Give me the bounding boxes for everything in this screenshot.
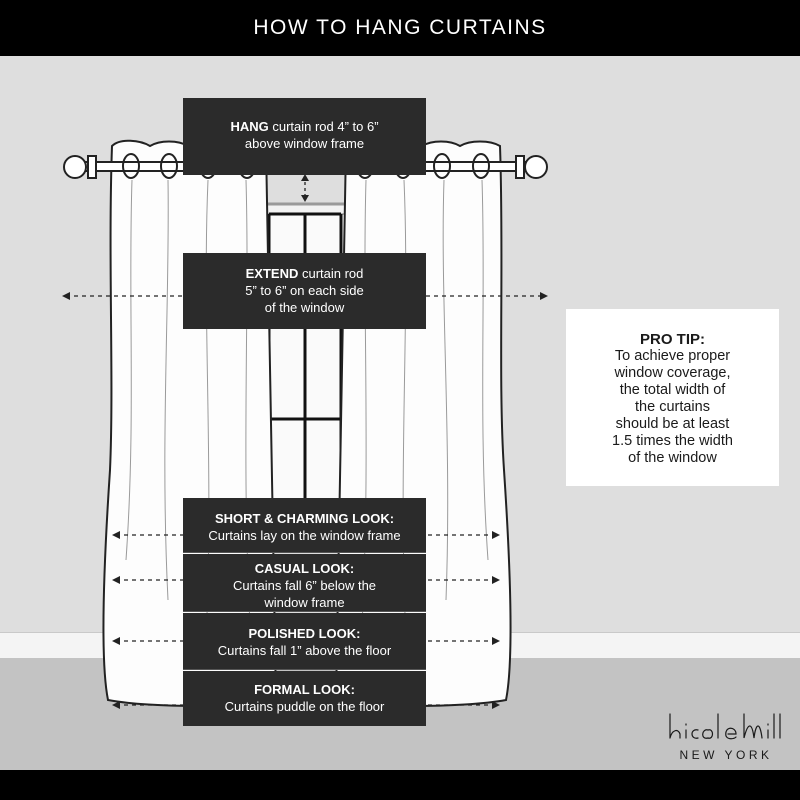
title-bar: HOW TO HANG CURTAINS: [0, 0, 800, 56]
pro-tip-line: window coverage,: [614, 365, 731, 381]
height-arrow: [301, 174, 309, 202]
look-desc: Curtains puddle on the floor: [224, 699, 385, 714]
look-desc-2: window frame: [264, 595, 345, 610]
extend-line2: 5” to 6” on each side: [245, 283, 364, 298]
look-title: FORMAL LOOK:: [254, 682, 355, 697]
look-desc: Curtains fall 1” above the floor: [217, 643, 392, 658]
extend-arrow: [62, 292, 548, 300]
look-short-charming: SHORT & CHARMING LOOK: Curtains lay on t…: [183, 498, 426, 553]
look-title: SHORT & CHARMING LOOK:: [214, 511, 395, 526]
pro-tip-line: To achieve proper: [614, 348, 731, 364]
look-title: POLISHED LOOK:: [248, 626, 361, 641]
pro-tip-line: should be at least: [615, 416, 730, 432]
look-title: CASUAL LOOK:: [254, 561, 355, 576]
hang-rest: curtain rod 4” to 6”: [272, 119, 379, 134]
pro-tip-box: PRO TIP: To achieve proper window covera…: [566, 309, 779, 486]
pro-tip-line: of the window: [628, 450, 717, 466]
brand-subtitle: NEW YORK: [679, 748, 773, 762]
look-polished: POLISHED LOOK: Curtains fall 1” above th…: [183, 613, 426, 670]
pro-tip-heading: PRO TIP:: [639, 331, 705, 348]
hang-label: HANG curtain rod 4” to 6” above window f…: [183, 98, 426, 175]
length-arrows: [112, 531, 500, 709]
extend-label: EXTEND curtain rod 5” to 6” on each side…: [183, 253, 426, 329]
hang-line2: above window frame: [244, 136, 365, 151]
page-title: HOW TO HANG CURTAINS: [253, 16, 547, 39]
pro-tip-line: 1.5 times the width: [612, 433, 733, 449]
extend-rest: curtain rod: [301, 266, 364, 281]
brand-logo: [669, 713, 781, 740]
hang-bold: HANG: [230, 119, 269, 134]
extend-bold: EXTEND: [245, 266, 299, 281]
look-casual: CASUAL LOOK: Curtains fall 6” below the …: [183, 554, 426, 612]
pro-tip-line: the total width of: [619, 382, 726, 398]
look-desc: Curtains fall 6” below the: [232, 578, 377, 593]
extend-line3: of the window: [264, 300, 345, 315]
pro-tip-line: the curtains: [635, 399, 710, 415]
look-formal: FORMAL LOOK: Curtains puddle on the floo…: [183, 671, 426, 726]
look-desc: Curtains lay on the window frame: [208, 528, 401, 543]
bottom-bar: [0, 770, 800, 800]
